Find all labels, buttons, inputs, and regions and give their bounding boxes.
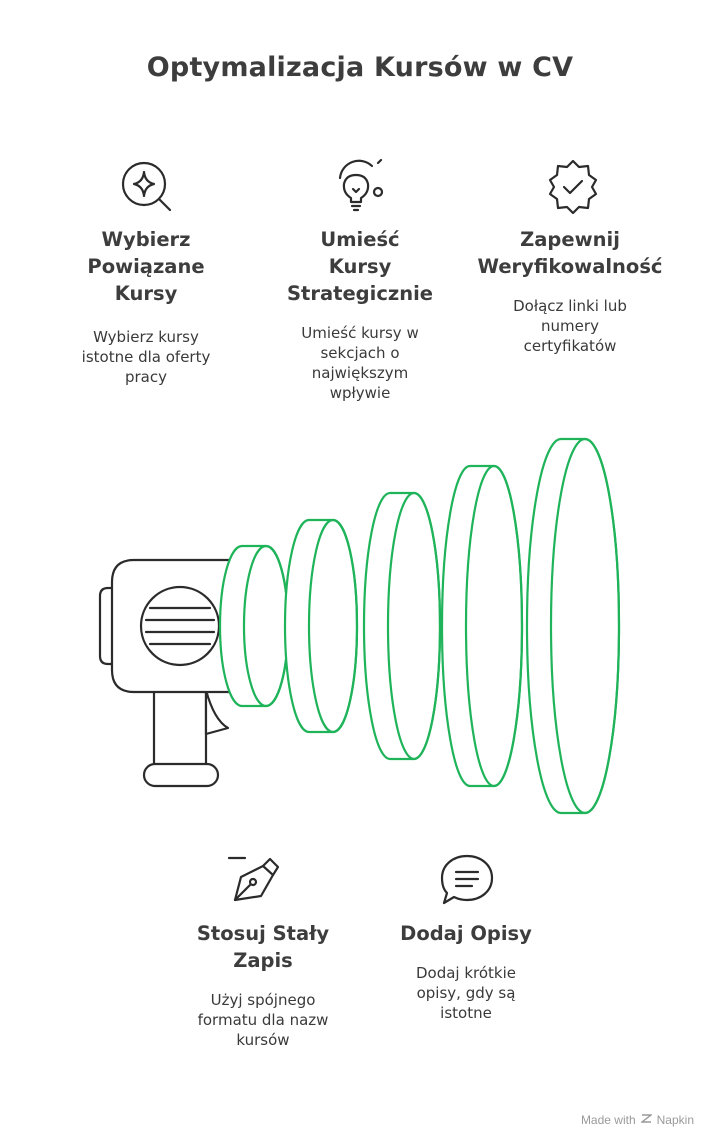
page-title: Optymalizacja Kursów w CV <box>146 52 574 83</box>
verified-badge-icon <box>544 158 602 216</box>
ring-front-2 <box>307 518 359 734</box>
step-4-description: Użyj spójnego formatu dla nazw kursów <box>197 991 329 1049</box>
step-1-description: Wybierz kursy istotne dla oferty pracy <box>81 328 211 386</box>
step-card-2: Umieść Kursy Strategicznie Umieść kursy … <box>254 226 466 403</box>
ring-front-5 <box>549 437 621 815</box>
step-5-description: Dodaj krótkie opisy, gdy są istotne <box>415 964 517 1022</box>
step-card-1: Wybierz Powiązane Kursy Wybierz kursy is… <box>40 226 252 387</box>
step-1-heading: Wybierz Powiązane Kursy <box>87 228 205 305</box>
pen-nib-icon <box>226 853 282 905</box>
lightbulb-icon <box>330 156 390 216</box>
step-3-heading: Zapewnij Weryfikowalność <box>477 228 663 278</box>
ring-front-3 <box>386 491 442 761</box>
step-5-heading: Dodaj Opisy <box>400 922 532 945</box>
ring-band-5 <box>525 437 621 815</box>
step-4-heading: Stosuj Stały Zapis <box>196 922 330 972</box>
napkin-logo-icon <box>639 1113 653 1127</box>
step-card-5: Dodaj Opisy Dodaj krótkie opisy, gdy są … <box>360 920 572 1023</box>
step-3-description: Dołącz linki lub numery certyfikatów <box>513 297 627 355</box>
ring-band-3 <box>362 491 442 761</box>
megaphone-rings <box>218 437 621 815</box>
napkin-credit[interactable]: Made with Napkin <box>580 1113 694 1127</box>
step-2-heading: Umieść Kursy Strategicznie <box>286 228 434 305</box>
speech-bubble-icon <box>438 852 496 908</box>
ring-front-4 <box>464 464 524 788</box>
step-2-description: Umieść kursy w sekcjach o największym wp… <box>301 324 419 402</box>
step-card-3: Zapewnij Weryfikowalność Dołącz linki lu… <box>464 226 676 356</box>
search-sparkle-icon <box>118 158 176 216</box>
ring-band-1 <box>218 544 290 708</box>
megaphone-body <box>98 558 246 788</box>
ring-band-2 <box>283 518 359 734</box>
step-card-4: Stosuj Stały Zapis Użyj spójnego formatu… <box>144 920 382 1050</box>
ring-band-4 <box>440 464 524 788</box>
